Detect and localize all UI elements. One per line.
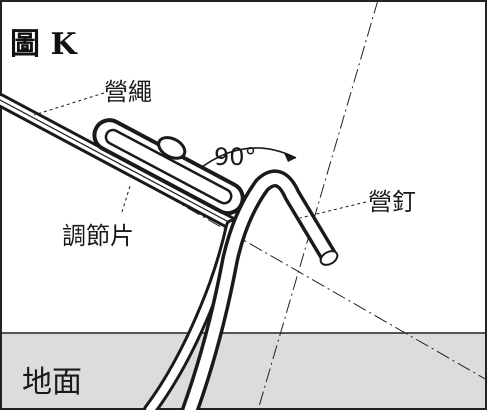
- adjuster-label: 調節片: [62, 222, 134, 250]
- adjuster-tab: [157, 136, 187, 160]
- rope-axis-line: [0, 99, 487, 381]
- adjuster-leader-line: [121, 185, 131, 213]
- ground-label: 地面: [22, 365, 82, 400]
- rope-leader-line: [33, 92, 105, 116]
- rope-center-line: [0, 99, 241, 229]
- peg-tip: [319, 250, 339, 266]
- adjuster: [92, 118, 245, 216]
- angle-arrow-right-icon: [284, 153, 296, 162]
- angle-label: 90°: [214, 143, 257, 171]
- peg-leader-line: [299, 201, 367, 219]
- rope-label: 營繩: [104, 78, 152, 106]
- adjuster-slot: [104, 128, 233, 205]
- figure-title: 圖 K: [10, 27, 77, 62]
- peg-label: 營釘: [368, 188, 416, 216]
- ground-area: [1, 333, 486, 409]
- peg-fill: [184, 172, 334, 410]
